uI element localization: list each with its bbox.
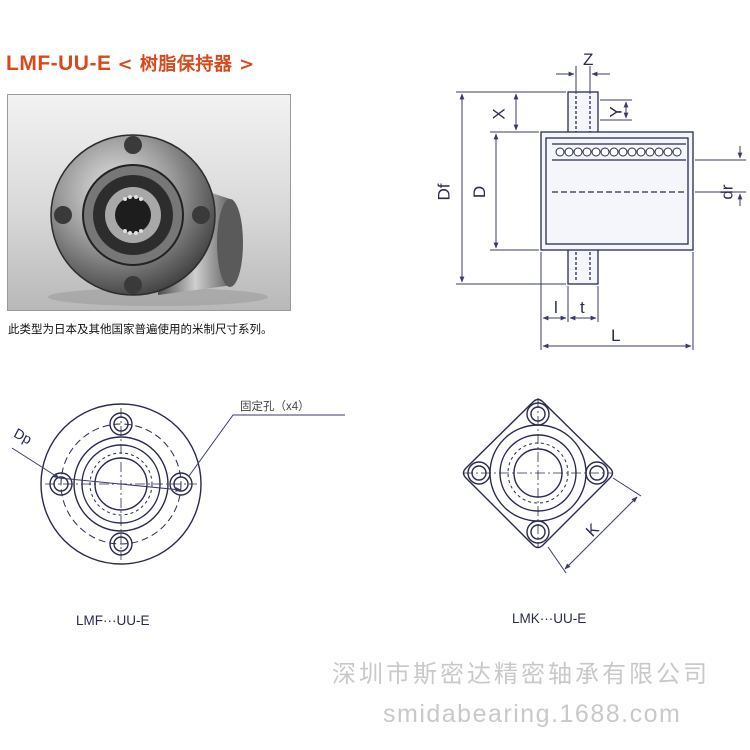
round-flange-dimensions [11,414,345,492]
lmk-caption: LMK···UU-E [512,611,587,626]
model-subtitle: < 树脂保持器 > [117,54,255,75]
dim-t-label: t [580,298,585,317]
product-description: 此类型为日本及其他国家普遍使用的米制尺寸系列。 [8,322,273,336]
round-flange-drawing [40,403,202,565]
dim-z-label: Z [583,50,594,69]
dim-y-label: Y [606,106,626,118]
mounting-hole-label: 固定孔（x4） [240,401,310,413]
dim-l-small-label: l [554,298,558,317]
page-title: LMF-UU-E< 树脂保持器 > [6,50,255,76]
square-flange-dimensions [547,477,642,574]
dim-df-label: Df [434,183,454,201]
dim-l-big-label: L [611,326,621,345]
bearing-photo-image [48,134,268,306]
watermark-url: smidabearing.1688.com [383,700,682,728]
side-view-drawing [540,91,694,285]
watermark-company: 深圳市斯密达精密轴承有限公司 [332,660,710,688]
model-name: LMF-UU-E [6,52,112,75]
square-flange-drawing [462,398,614,549]
dim-dr-label: dr [717,184,737,200]
dim-x-label: X [489,108,509,120]
product-photo [7,94,291,311]
side-view-dimensions [456,66,746,350]
dim-d-label: D [470,185,490,199]
lmf-caption: LMF···UU-E [76,613,150,628]
